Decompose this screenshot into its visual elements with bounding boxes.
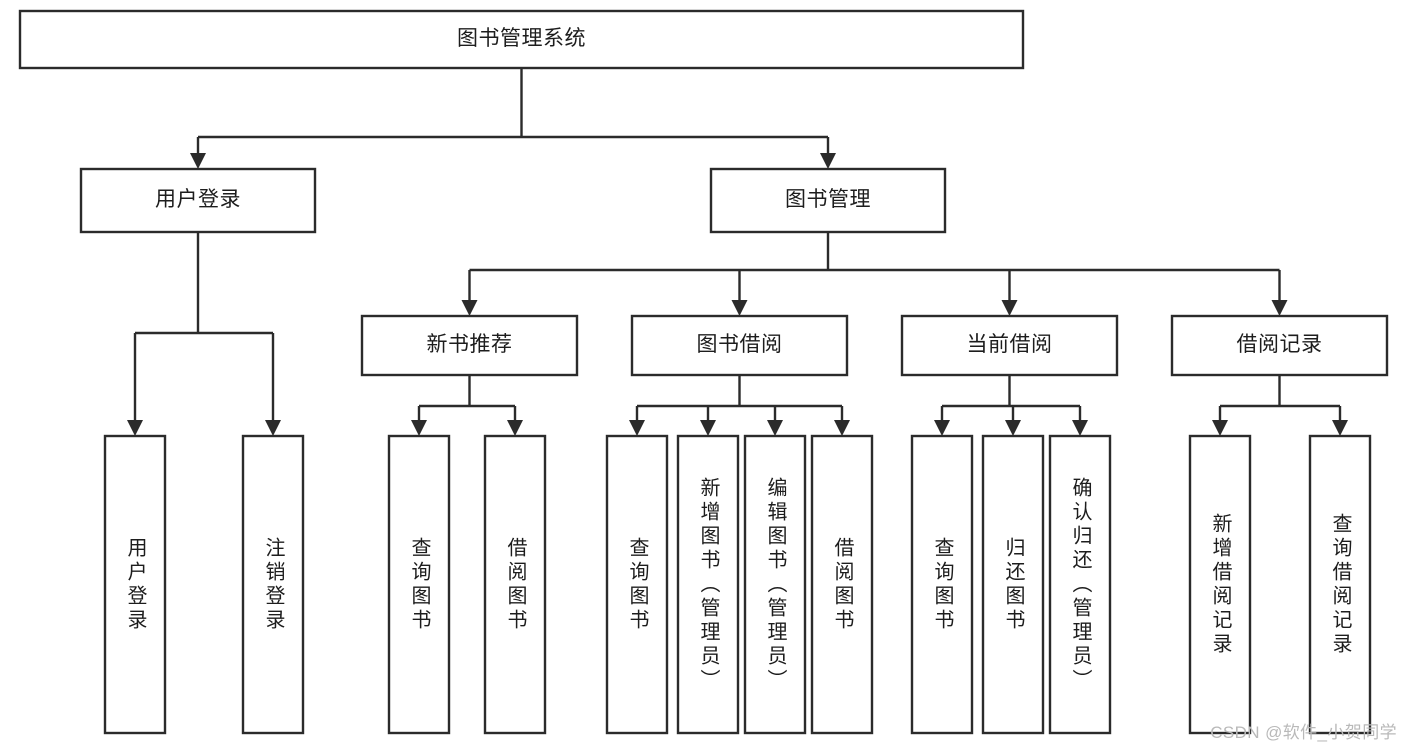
node-box-leaf-user-logout[interactable] <box>241 434 305 735</box>
arrowhead-book-manage <box>820 153 836 169</box>
node-box-leaf-borrow-book-1[interactable] <box>483 434 547 735</box>
arrowhead-leaf-query-record <box>1332 420 1348 436</box>
node-box-book-borrow[interactable] <box>630 314 849 377</box>
node-box-leaf-query-record[interactable] <box>1308 434 1372 735</box>
connectors-book-borrow-to-leaves <box>629 375 850 436</box>
arrowhead-leaf-confirm-return <box>1072 420 1088 436</box>
arrowhead-leaf-borrow-book-2 <box>834 420 850 436</box>
arrowhead-leaf-query-book-1 <box>411 420 427 436</box>
node-box-user-login[interactable] <box>79 167 317 234</box>
connectors-current-borrow-to-leaves <box>934 375 1088 436</box>
connectors-borrow-record-to-leaves <box>1212 375 1348 436</box>
node-box-leaf-edit-book[interactable] <box>743 434 807 735</box>
node-box-leaf-confirm-return[interactable] <box>1048 434 1112 735</box>
arrowhead-user-login <box>190 153 206 169</box>
arrowhead-borrow-record <box>1271 300 1288 316</box>
node-box-root[interactable] <box>18 9 1025 70</box>
arrowhead-leaf-return-book <box>1005 420 1021 436</box>
node-box-leaf-user-login[interactable] <box>103 434 167 735</box>
arrowhead-leaf-query-book-2 <box>629 420 645 436</box>
arrowhead-leaf-query-book-3 <box>934 420 950 436</box>
node-box-book-manage[interactable] <box>709 167 947 234</box>
node-box-leaf-borrow-book-2[interactable] <box>810 434 874 735</box>
node-box-new-book-recommend[interactable] <box>360 314 579 377</box>
node-box-current-borrow[interactable] <box>900 314 1119 377</box>
arrowhead-leaf-user-login <box>127 420 143 436</box>
arrowhead-leaf-borrow-book-1 <box>507 420 523 436</box>
arrowhead-current-borrow <box>1001 300 1018 316</box>
node-box-leaf-query-book-2[interactable] <box>605 434 669 735</box>
connectors-root-to-level1 <box>190 68 836 169</box>
arrowhead-new-book-recommend <box>461 300 478 316</box>
node-box-borrow-record[interactable] <box>1170 314 1389 377</box>
arrowhead-leaf-user-logout <box>265 420 281 436</box>
arrowhead-leaf-add-book <box>700 420 716 436</box>
connectors-user-login-to-leaves <box>127 232 281 436</box>
arrowhead-leaf-add-record <box>1212 420 1228 436</box>
arrowhead-book-borrow <box>731 300 748 316</box>
node-box-leaf-return-book[interactable] <box>981 434 1045 735</box>
arrowhead-leaf-edit-book <box>767 420 783 436</box>
connectors-book-manage-to-level2 <box>461 232 1288 316</box>
connectors-new-book-recommend-to-leaves <box>411 375 523 436</box>
node-box-leaf-add-record[interactable] <box>1188 434 1252 735</box>
node-box-leaf-query-book-1[interactable] <box>387 434 451 735</box>
node-box-leaf-query-book-3[interactable] <box>910 434 974 735</box>
node-box-leaf-add-book[interactable] <box>676 434 740 735</box>
